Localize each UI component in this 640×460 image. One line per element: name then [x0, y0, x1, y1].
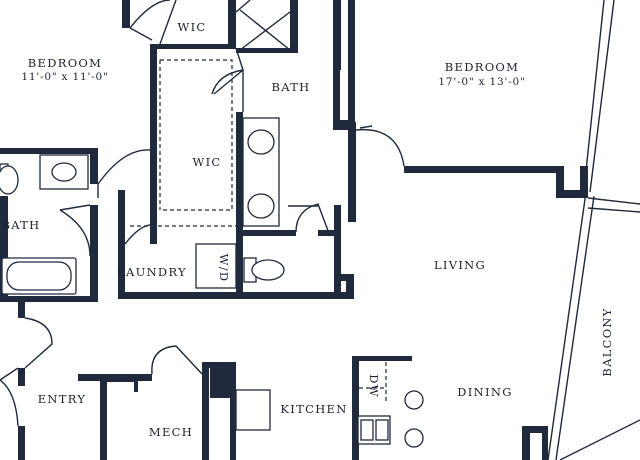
label-bedroom-left-dimensions: 11'-0" x 11'-0" — [21, 71, 108, 83]
label-dining: DINING — [457, 385, 512, 399]
door-swings — [0, 0, 405, 427]
label-mech: MECH — [149, 425, 193, 439]
walls — [0, 0, 588, 460]
label-wd: W/D — [217, 254, 231, 283]
label-bath-top: BATH — [271, 80, 310, 94]
label-kitchen: KITCHEN — [280, 402, 347, 416]
label-bedroom-left: BEDROOM — [28, 56, 102, 70]
label-bedroom-right-dimensions: 17'-0" x 13'-0" — [438, 76, 525, 88]
label-wic-top: WIC — [177, 20, 206, 34]
room-labels: WIC BEDROOM 11'-0" x 11'-0" BEDROOM 17'-… — [1, 20, 614, 439]
label-laundry: LAUNDRY — [117, 265, 187, 279]
label-dw: DW — [367, 374, 381, 398]
label-bath-left: BATH — [1, 218, 40, 232]
label-entry: ENTRY — [38, 392, 87, 406]
exterior-lines — [547, 0, 640, 460]
label-bedroom-right: BEDROOM — [445, 60, 519, 74]
fixtures — [0, 117, 424, 448]
label-wic-mid: WIC — [192, 155, 221, 169]
label-living: LIVING — [434, 258, 486, 272]
label-balcony: BALCONY — [600, 307, 614, 376]
